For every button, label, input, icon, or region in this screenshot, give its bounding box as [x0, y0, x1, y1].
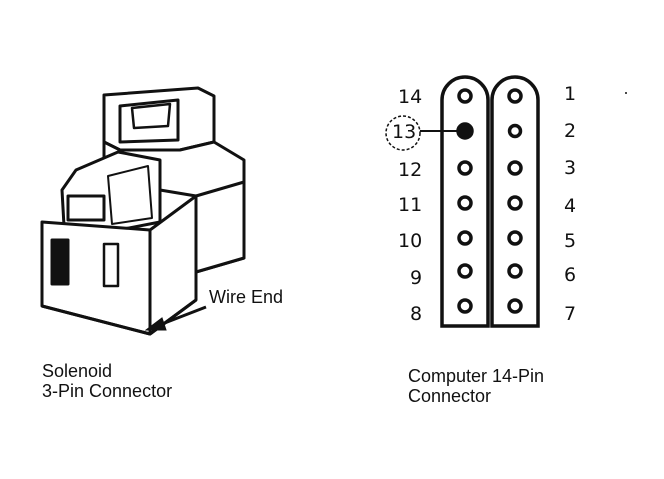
pin-label-right: 5	[564, 230, 577, 252]
pin-label-left: 14	[398, 86, 423, 108]
solenoid-caption-line1: Solenoid	[42, 361, 113, 381]
pin-2-hole	[507, 123, 523, 139]
pin-13-highlight	[385, 115, 459, 151]
computer-caption: Computer 14-Pin Connector	[408, 366, 544, 406]
pin-label-left: 8	[410, 303, 423, 325]
pin-6-hole	[507, 263, 523, 279]
right-pin-holes	[507, 88, 523, 314]
computer-caption-line1: Computer 14-Pin	[408, 366, 545, 386]
pin-4-hole	[507, 195, 523, 211]
pin-label-right: 7	[564, 303, 577, 325]
pin-label-right: 1	[564, 83, 577, 105]
solenoid-connector-drawing	[40, 86, 246, 336]
wire-end-label: Wire End	[209, 287, 284, 307]
pin-3-hole	[507, 160, 523, 176]
pin-label-left: 9	[410, 267, 423, 289]
pin-5-hole	[507, 230, 523, 246]
pin-12-hole	[457, 160, 473, 176]
pin-9-hole	[457, 263, 473, 279]
pin-8-hole	[457, 298, 473, 314]
computer-connector-drawing	[440, 75, 540, 328]
solenoid-caption: Solenoid 3-Pin Connector	[42, 361, 172, 401]
computer-caption-line2: Connector	[408, 386, 492, 406]
pin-label-left: 12	[398, 159, 423, 181]
pin-11-hole	[457, 195, 473, 211]
pin-10-hole	[457, 230, 473, 246]
pin-label-right: 3	[564, 157, 577, 179]
wire-end-arrow	[144, 305, 207, 331]
pin-13-circle-marker	[385, 115, 421, 151]
pin-1-hole	[507, 88, 523, 104]
pin-label-right: 6	[564, 264, 577, 286]
speck-mark	[625, 92, 627, 94]
pin-label-left: 13	[392, 121, 417, 143]
pin-label-right: 4	[564, 195, 577, 217]
pin-label-left: 10	[398, 230, 423, 252]
pin-label-right: 2	[564, 120, 577, 142]
pin-7-hole	[507, 298, 523, 314]
pin-label-left: 11	[398, 194, 423, 216]
pin-13-hole	[456, 122, 474, 140]
pin-14-hole	[457, 88, 473, 104]
solenoid-caption-line2: 3-Pin Connector	[42, 381, 173, 401]
